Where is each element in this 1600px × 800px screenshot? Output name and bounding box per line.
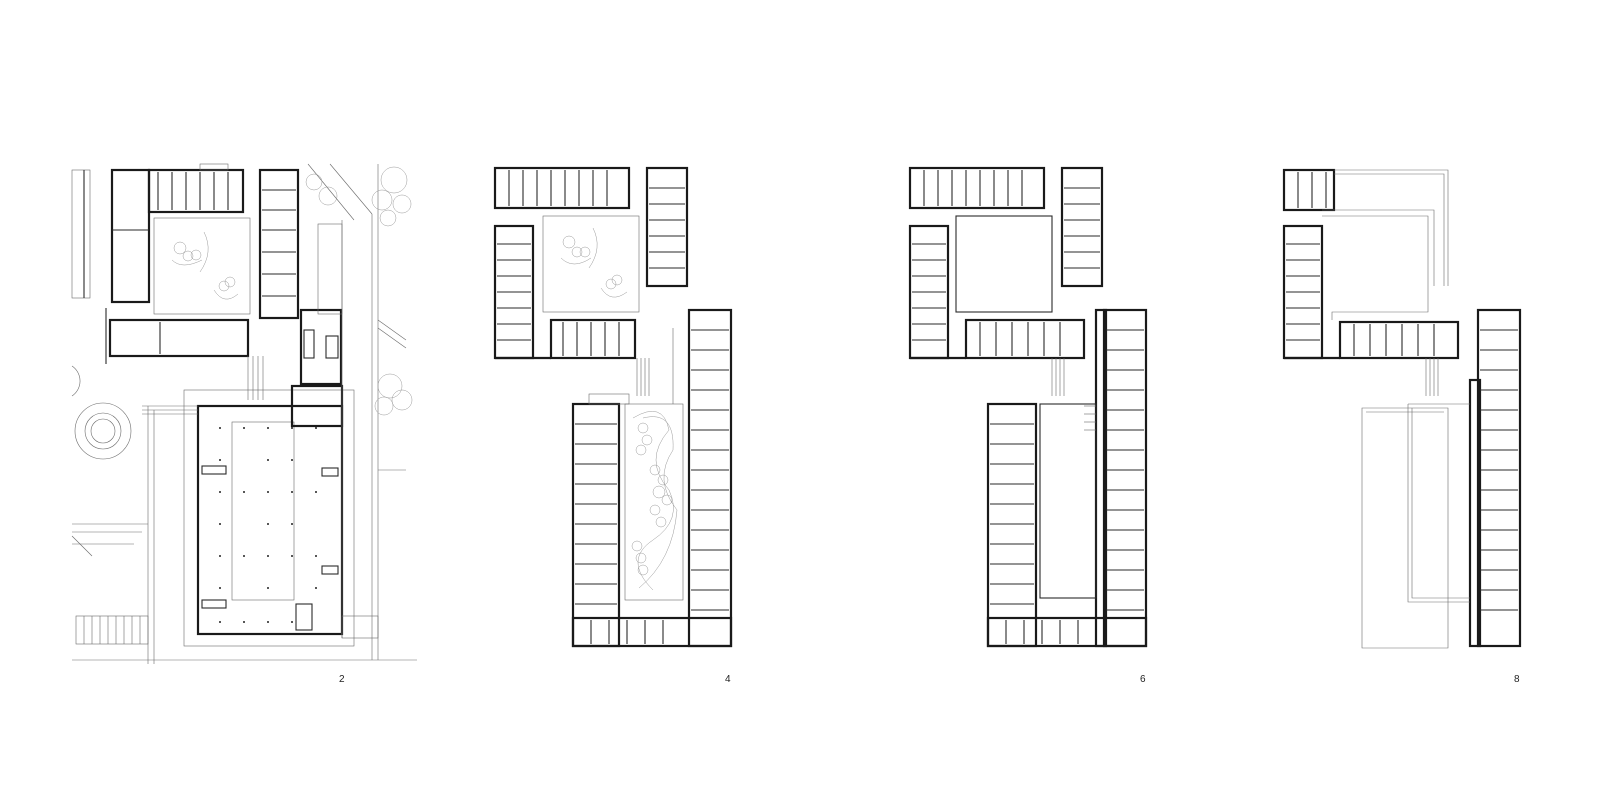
plan-number-label: 6 — [1140, 674, 1146, 685]
floor-plan-level-8: 8 — [1282, 160, 1532, 685]
floor-plan-8-drawing — [1282, 168, 1522, 649]
floor-plan-6-drawing — [908, 166, 1148, 648]
floor-plan-level-2: 2 — [71, 160, 417, 685]
plan-number-label: 2 — [339, 674, 345, 685]
floor-plan-2-drawing — [71, 163, 417, 664]
floor-plan-level-4: 4 — [493, 160, 743, 685]
floor-plan-level-6: 6 — [908, 160, 1158, 685]
plan-number-label: 8 — [1514, 674, 1520, 685]
floor-plan-4-drawing — [493, 166, 733, 648]
plan-number-label: 4 — [725, 674, 731, 685]
